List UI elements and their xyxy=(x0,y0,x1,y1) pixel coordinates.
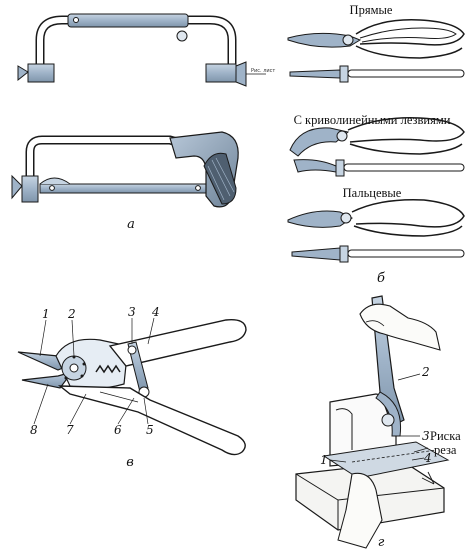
panel-v-caption: в xyxy=(126,455,134,470)
cut-mark-label-line2: реза xyxy=(434,443,457,457)
snips-finger-top xyxy=(287,199,465,237)
part-number-3: 3 xyxy=(128,305,136,319)
scale-label: Рис. лист xyxy=(251,68,275,74)
panel-b-snips: Прямые С криволинейными лезвиями Пальцев… xyxy=(287,3,465,286)
bench-number-2: 2 xyxy=(421,365,430,379)
panel-g-bench-shears: 2 3 4 1 Риска реза г xyxy=(295,295,461,550)
snips-title-finger: Пальцевые xyxy=(343,186,402,200)
part-number-5: 5 xyxy=(146,423,154,437)
bench-shears-leaders xyxy=(329,373,429,463)
part-number-8: 8 xyxy=(30,423,38,437)
part-number-6: 6 xyxy=(114,423,122,437)
bench-number-1: 1 xyxy=(320,453,328,467)
part-number-2: 2 xyxy=(67,307,76,321)
part-number-7: 7 xyxy=(66,423,74,437)
panel-g-caption: г xyxy=(378,535,385,550)
part-number-4: 4 xyxy=(151,305,160,319)
hacksaw-adjustable: Рис. лист xyxy=(17,13,275,87)
panel-b-caption: б xyxy=(377,271,385,286)
snips-title-straight: Прямые xyxy=(350,3,393,17)
snips-straight-side xyxy=(289,65,465,83)
panel-v-lever-shears: 1 2 3 4 5 6 7 8 в xyxy=(17,305,247,470)
snips-title-curved: С криволинейными лезвиями xyxy=(294,113,451,127)
cut-mark-label-line1: Риска xyxy=(430,429,461,443)
snips-curved-top xyxy=(289,117,465,157)
bench-number-4: 4 xyxy=(423,451,432,465)
panel-a-caption: а xyxy=(127,217,135,232)
snips-finger-side xyxy=(291,245,465,263)
snips-straight-top xyxy=(287,19,465,59)
hacksaw-fixed xyxy=(11,131,239,208)
panel-a-hacksaws: Рис. лист а xyxy=(11,13,275,232)
bench-number-3: 3 xyxy=(422,429,430,443)
lever-shears-leaders xyxy=(33,317,155,425)
snips-curved-side xyxy=(293,159,465,177)
part-number-1: 1 xyxy=(42,307,50,321)
